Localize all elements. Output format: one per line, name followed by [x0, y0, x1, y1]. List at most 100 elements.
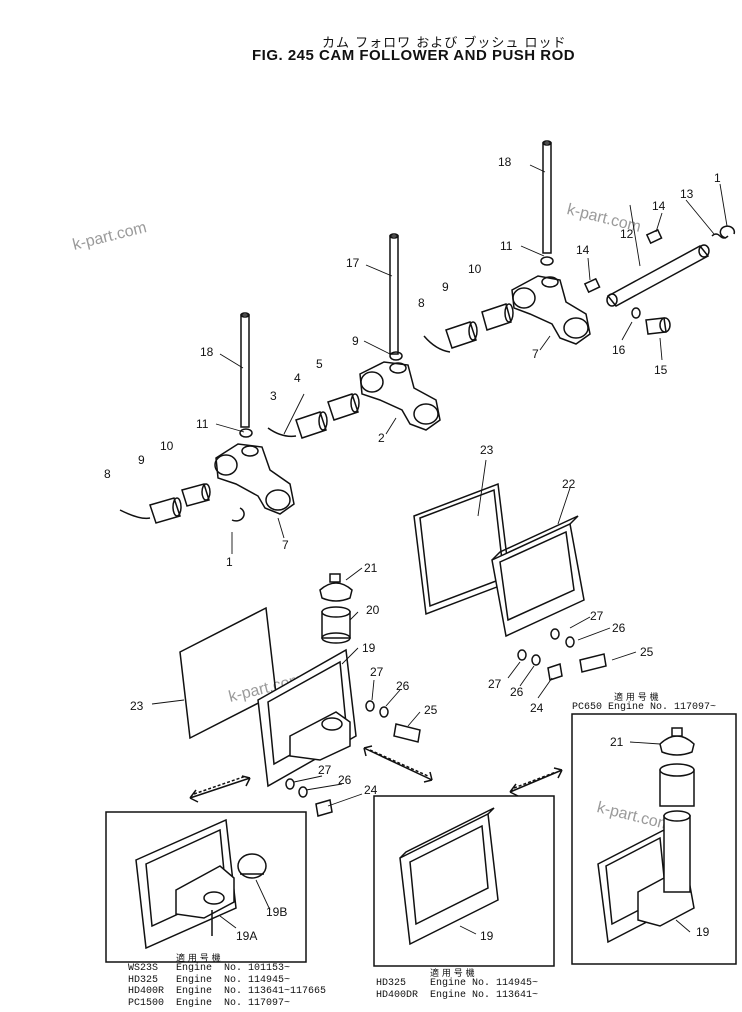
title-japanese: カム フォロワ および ブッシュ ロッド: [322, 36, 567, 51]
callout-3: 3: [270, 389, 277, 403]
double-arrow-right: [509, 767, 563, 797]
push-rod-center: [389, 233, 399, 355]
callout-7-right: 7: [532, 347, 539, 361]
inset-left-line-2: HD325 Engine No. 114945~: [128, 974, 291, 986]
inset-right-header: 適 用 号 機: [614, 693, 659, 703]
bushing-right: [445, 303, 514, 349]
inset-right-frame: [571, 713, 737, 965]
callout-21: 21: [364, 561, 378, 575]
callout-23-right: 23: [480, 443, 494, 457]
callout-11-right: 11: [500, 239, 513, 253]
seat-ring-right: [540, 256, 554, 266]
inset-left-plug-19b: [237, 853, 267, 879]
callout-26-left-a: 26: [396, 679, 410, 693]
washer-26-left-b: [298, 786, 308, 798]
callout-8-right: 8: [418, 296, 425, 310]
inset-left-cover-19a: [135, 818, 237, 950]
callout-labels: 18 17 18 11 11 9 9 10 8 9 10 8 4 5 3 2 7…: [104, 155, 721, 943]
inset-middle-header: 適 用 号 機: [430, 969, 475, 979]
callout-2: 2: [378, 431, 385, 445]
cam-follower-left: [214, 443, 295, 515]
callout-19-inset-right: 19: [696, 925, 710, 939]
spacer-14-b: [645, 228, 663, 245]
inset-left-line-1: WS23S Engine No. 101153~: [128, 963, 291, 974]
inset-right-applicability: PC650 Engine No. 117097~: [572, 702, 716, 714]
inset-right-cover-19: [597, 763, 695, 944]
breather-20: [321, 606, 351, 644]
callout-14-upper: 14: [652, 199, 666, 213]
snap-ring-right: [719, 225, 736, 239]
callout-21-inset-right: 21: [610, 735, 624, 749]
callout-6: 9: [352, 334, 359, 348]
bushing-left: [149, 483, 211, 524]
callout-26-right-b: 26: [510, 685, 524, 699]
shaft-line-center: [267, 427, 297, 438]
callout-5: 5: [316, 357, 323, 371]
callout-4: 4: [294, 371, 301, 385]
washer-26-left-a: [379, 706, 389, 718]
callout-11-left: 11: [196, 417, 209, 431]
callout-15: 15: [654, 363, 668, 377]
callout-26-right-a: 26: [612, 621, 626, 635]
spacer-14-a: [583, 277, 601, 294]
washer-27-right-a: [550, 628, 560, 640]
callout-24-right: 24: [530, 701, 544, 715]
callout-25-left: 25: [424, 703, 438, 717]
callout-1-right: 1: [714, 171, 721, 185]
callout-16: 16: [612, 343, 626, 357]
washer-27-left-a: [365, 700, 375, 712]
bolt-24-right: [547, 663, 563, 681]
shaft-line-left: [119, 509, 151, 520]
inset-left-header: 適 用 号 機: [176, 954, 221, 964]
shaft-line-right: [423, 335, 451, 353]
double-arrow-center: [363, 745, 433, 783]
callout-27-right-b: 27: [488, 677, 502, 691]
bushing-center: [295, 393, 360, 439]
bolt-24-left: [315, 799, 333, 817]
callout-26-left-b: 26: [338, 773, 352, 787]
callout-10-right: 10: [468, 262, 482, 276]
washer-26-right-b: [531, 654, 541, 666]
cam-follower-right: [511, 275, 591, 345]
callout-19b: 19B: [266, 905, 287, 919]
callout-12: 12: [620, 227, 634, 241]
callout-19-center: 19: [362, 641, 376, 655]
washer-27-left-b: [285, 778, 295, 790]
inset-left-line-3: HD400R Engine No. 113641~117665: [128, 986, 327, 997]
cam-follower-shaft: [606, 244, 710, 307]
callout-8-left: 8: [104, 467, 111, 481]
bolt-25-right: [579, 653, 607, 673]
callout-27-left-b: 27: [318, 763, 332, 777]
cover-19-center: [257, 648, 357, 788]
callout-22: 22: [562, 477, 576, 491]
callout-18-right: 18: [498, 155, 512, 169]
washer-27-right-b: [517, 649, 527, 661]
callout-23-left: 23: [130, 699, 144, 713]
figure-title: FIG. 245 CAM FOLLOWER AND PUSH ROD: [252, 47, 576, 64]
seat-ring-left: [239, 428, 253, 438]
callout-19-inset-middle: 19: [480, 929, 494, 943]
callout-27-left-a: 27: [370, 665, 384, 679]
callout-10-left: 10: [160, 439, 174, 453]
washer-16: [631, 307, 641, 319]
bolt-15: [645, 317, 671, 335]
double-arrow-left: [189, 775, 251, 803]
snap-ring-left: [231, 507, 245, 522]
callout-9-left: 9: [138, 453, 145, 467]
inset-middle-line-1: HD325 Engine No. 114945~: [376, 978, 539, 989]
callout-9-right: 9: [442, 280, 449, 294]
inset-left-applicability: WS23S Engine No. 101153~HD325 Engine No.…: [128, 963, 326, 1009]
inset-middle-line-2: HD400DR Engine No. 113641~: [376, 989, 539, 1001]
callout-20: 20: [366, 603, 380, 617]
inset-left-frame: [105, 811, 307, 963]
cam-follower-center: [359, 361, 441, 431]
callout-25-right: 25: [640, 645, 654, 659]
callout-27-right-a: 27: [590, 609, 604, 623]
inset-middle-frame: [373, 795, 555, 967]
inset-right-line-1: PC650 Engine No. 117097~: [572, 702, 717, 713]
washer-26-right-a: [565, 636, 575, 648]
push-rod-left: [240, 312, 250, 428]
callout-18-left: 18: [200, 345, 214, 359]
